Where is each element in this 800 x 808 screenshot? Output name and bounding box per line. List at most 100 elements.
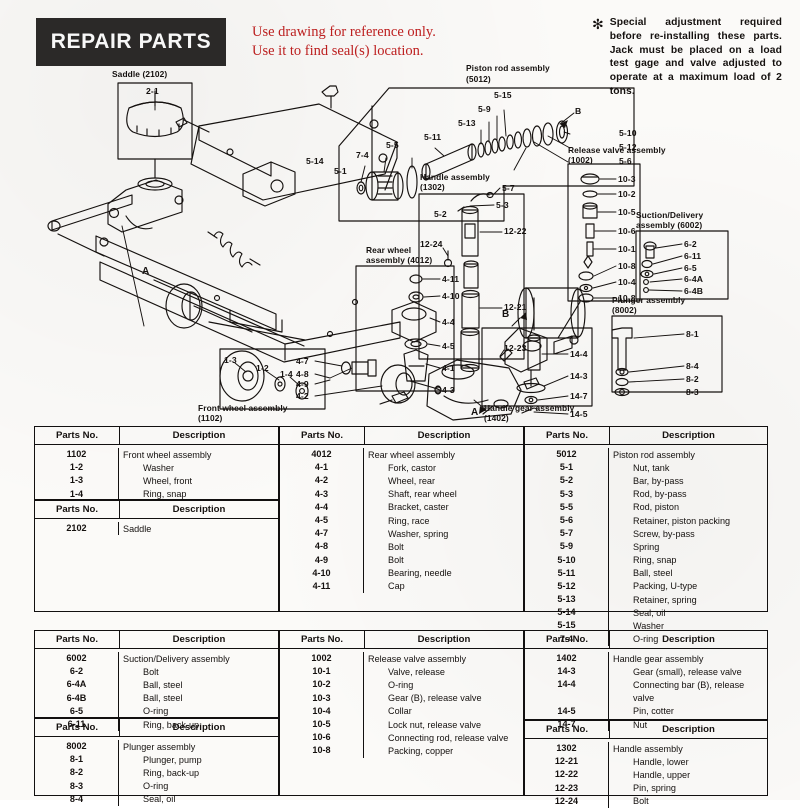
- col-description: Description: [662, 724, 715, 735]
- suction-group-box: [635, 230, 729, 300]
- callout-7-4: 7-4: [356, 150, 369, 160]
- cell-parts-no: 8-1: [35, 753, 119, 767]
- cell-parts-no: 5-5: [525, 500, 609, 514]
- cell-description: Lock nut, release valve: [388, 719, 482, 730]
- callout-4-1: 4-1: [442, 363, 455, 373]
- table-row: 1-2 Washer: [35, 461, 278, 475]
- caption-suction-1: Suction/Delivery: [636, 210, 704, 220]
- col-parts-no: Parts No.: [545, 724, 589, 735]
- cell-parts-no: 1402: [525, 652, 609, 666]
- exploded-parts-drawing: Saddle (2102) 2-1 Piston rod assembly (5…: [34, 63, 768, 423]
- caption-piston-rod-2: (5012): [466, 74, 491, 84]
- cell-parts-no: 2102: [35, 522, 119, 536]
- caption-saddle: Saddle (2102): [112, 69, 168, 79]
- asterisk-icon: ✻: [592, 16, 604, 32]
- caption-release-valve-1: Release valve assembly: [568, 145, 666, 155]
- callout-10-2: 10-2: [618, 189, 636, 199]
- table-header-row: Parts No. Description: [280, 427, 523, 445]
- callout-10-6: 10-6: [618, 226, 636, 236]
- lift-arm-top: [190, 103, 398, 201]
- cell-description: Bearing, needle: [388, 568, 452, 579]
- callout-5-1: 5-1: [334, 166, 347, 176]
- cell-parts-no: 4-11: [280, 579, 364, 594]
- caption-rear-wheel-1: Rear wheel: [366, 245, 412, 255]
- cell-description: Gear (small), release valve: [633, 666, 742, 677]
- cell-description: Bar, by-pass: [633, 475, 684, 486]
- callout-4-3: 4-3: [442, 385, 455, 395]
- cell-description: Wheel, front: [143, 475, 193, 486]
- cell-parts-no: [525, 691, 609, 705]
- cell-parts-no: 1-3: [35, 474, 119, 488]
- callout-5-9: 5-9: [478, 104, 491, 114]
- cell-parts-no: 1-2: [35, 461, 119, 475]
- callout-5-10: 5-10: [619, 128, 637, 138]
- piston-group-box: [338, 87, 635, 222]
- callout-1-4: 1-4: [280, 369, 293, 379]
- callout-5-5: 5-5: [386, 140, 399, 150]
- cell-parts-no: 5-7: [525, 527, 609, 541]
- callout-5-12: 5-12: [619, 142, 637, 152]
- cell-description: Connecting rod, release valve: [388, 732, 509, 743]
- table-body: 2102 Saddle: [35, 519, 278, 536]
- col-description: Description: [172, 504, 226, 515]
- callout-12-22: 12-22: [504, 226, 527, 236]
- col-description: Description: [662, 634, 715, 645]
- o-ring-8-3: [614, 387, 630, 397]
- caption-rear-wheel-2: assembly (4012): [366, 255, 433, 265]
- rear-cap-4-11: [409, 274, 423, 284]
- cell-parts-no: 5-6: [525, 513, 609, 528]
- col-description: Description: [662, 430, 715, 441]
- cell-description: O-ring: [633, 634, 659, 645]
- lift-arm-knuckle: [242, 161, 296, 207]
- cell-parts-no: 4-10: [280, 566, 364, 580]
- cell-description: Release valve assembly: [368, 653, 467, 664]
- col-parts-no: Parts No.: [545, 430, 589, 441]
- table-header-row: Parts No. Description: [35, 501, 278, 519]
- callout-5-13: 5-13: [458, 118, 476, 128]
- col-description: Description: [172, 634, 226, 645]
- cell-description: Bolt: [388, 555, 404, 566]
- cell-parts-no: 5-1: [525, 461, 609, 475]
- front-wheel: [219, 350, 265, 402]
- caption-handle-gear-2: (1402): [484, 413, 509, 423]
- table-header-row: Parts No. Description: [35, 719, 278, 737]
- cell-description: Ring, back-up: [143, 767, 200, 778]
- cell-description: Handle gear assembly: [613, 653, 704, 664]
- cell-parts-no: 14-7: [525, 717, 609, 732]
- gear-b-10-3: [580, 173, 600, 185]
- cell-description: Packing, U-type: [633, 581, 698, 592]
- cell-parts-no: 5012: [525, 448, 609, 462]
- handle-socket-body: [426, 359, 522, 421]
- cell-description: Pin, spring: [633, 783, 676, 794]
- cell-description: Saddle: [123, 523, 152, 534]
- cell-parts-no: 1-4: [35, 487, 119, 501]
- cell-description: Washer: [143, 462, 174, 473]
- callout-4-4: 4-4: [442, 317, 455, 327]
- cell-parts-no: 5-12: [525, 579, 609, 594]
- cell-parts-no: 10-8: [280, 744, 364, 758]
- ball-6-4a: [643, 279, 649, 285]
- seal-oil-8-4: [615, 367, 629, 377]
- cell-parts-no: 5-13: [525, 593, 609, 607]
- table-row: 1402 Handle gear assembly: [525, 652, 767, 666]
- callout-5-6: 5-6: [619, 156, 632, 166]
- cell-description: Ball, steel: [633, 568, 673, 579]
- pin-cotter-14-5: [521, 407, 535, 414]
